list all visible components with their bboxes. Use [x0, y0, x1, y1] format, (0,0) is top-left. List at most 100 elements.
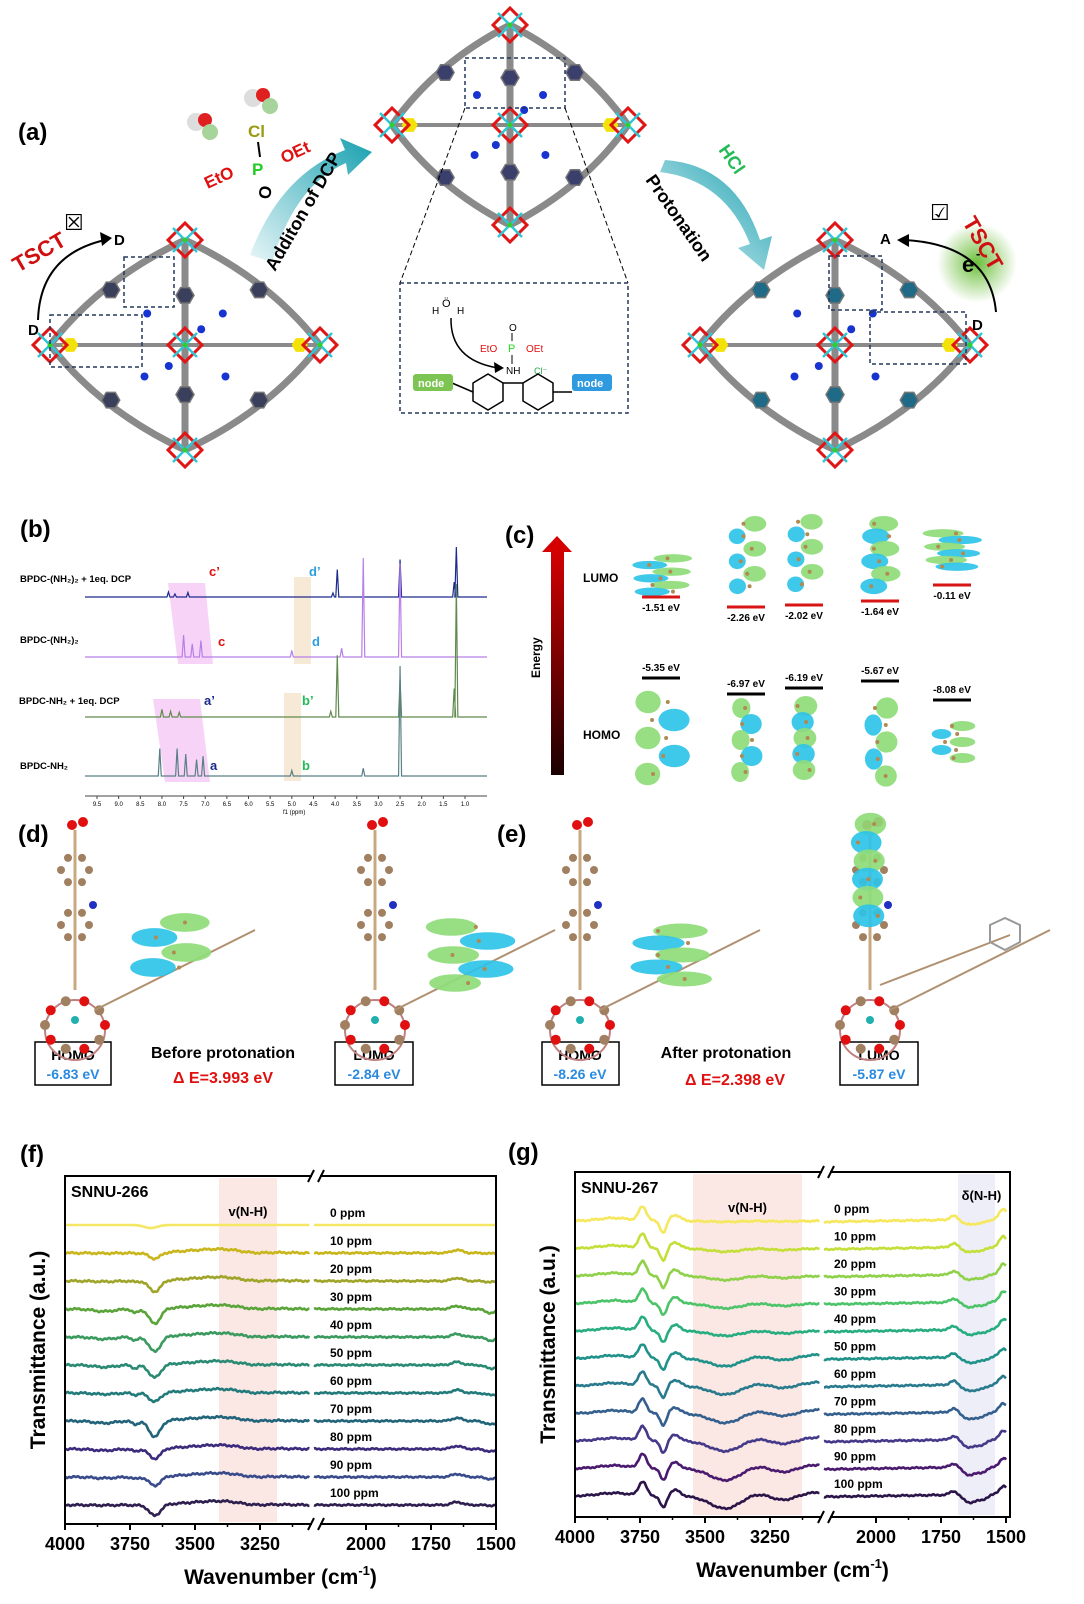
ir-spectrum-line [574, 1287, 1007, 1316]
annot-d-prime: d’ [309, 564, 321, 579]
panel-a: (a) Cl P EtO OEt O Additon of DCP Proton… [8, 5, 1017, 470]
nmr-x-tick-label: 8.0 [158, 802, 167, 808]
nmr-label-0: BPDC-(NH₂)₂ + 1eq. DCP [20, 574, 132, 585]
orbital-isosurface [787, 513, 824, 593]
a-acceptor-label: A [880, 231, 891, 248]
molecule-model [40, 817, 256, 1061]
x-axis-label: Wavenumber (cm-1) [184, 1563, 377, 1589]
dcp-o: O [255, 184, 276, 200]
annot-c-prime: c’ [209, 564, 220, 579]
homo-energy-label: -6.19 eV [785, 673, 823, 684]
molecule-model [545, 817, 761, 1061]
metal-cluster-node [490, 5, 530, 45]
nh-highlight-2 [284, 693, 301, 781]
lumo-value-d: -2.84 eV [348, 1066, 402, 1082]
d-left-label: D [28, 322, 39, 339]
axis-break-mark [817, 1510, 835, 1524]
ir-spectrum-line [64, 1414, 497, 1439]
metal-cluster-node [165, 220, 205, 260]
water-h: H [432, 306, 439, 317]
metal-cluster-node [490, 105, 530, 145]
tsct-left-label: TSCT [8, 227, 71, 278]
ir-spectrum-line [574, 1424, 1007, 1454]
panel-label-a: (a) [18, 119, 47, 146]
inset-eto: EtO [480, 344, 497, 355]
orbital-isosurface [425, 918, 516, 992]
nh-stretch-band [219, 1178, 277, 1522]
nh-stretch-band [693, 1174, 802, 1515]
ir-spectrum-line [574, 1370, 1007, 1400]
panel-label-e: (e) [497, 821, 526, 848]
series-label: 80 ppm [330, 1430, 372, 1444]
ir-spectrum-line [574, 1343, 1008, 1371]
ir-spectrum-line [574, 1480, 1008, 1511]
nmr-label-3: BPDC-NH₂ [20, 761, 68, 772]
x-tick-label: 1500 [476, 1534, 516, 1554]
nmr-x-tick-label: 7.0 [201, 802, 210, 808]
x-tick-label: 1750 [411, 1534, 451, 1554]
nmr-x-tick-label: 7.5 [179, 802, 188, 808]
node-left-label: node [418, 378, 444, 390]
nmr-trace-0 [85, 546, 487, 598]
x-tick-label: 3500 [175, 1534, 215, 1554]
homo-energy-label: -6.97 eV [727, 679, 765, 690]
sample-title: SNNU-267 [581, 1180, 658, 1197]
nmr-label-2: BPDC-NH₂ + 1eq. DCP [19, 696, 120, 707]
metal-cluster-node [30, 325, 70, 365]
orbital-isosurface [791, 696, 818, 780]
annot-a: a [210, 758, 218, 773]
mof-cage [697, 236, 973, 454]
ir-spectrum-line [64, 1330, 497, 1354]
x-tick-label: 3750 [110, 1534, 150, 1554]
homo-value-e: -8.26 eV [554, 1066, 608, 1082]
nmr-x-tick-label: 5.5 [266, 802, 275, 808]
dcp-molecule-icons [187, 88, 278, 140]
ir-spectrum-line [64, 1274, 497, 1294]
nmr-x-tick-label: 9.0 [114, 802, 123, 808]
series-label: 20 ppm [330, 1262, 372, 1276]
d-right-label: D [972, 317, 983, 334]
ir-spectrum-line [64, 1499, 497, 1518]
orbital-isosurface [922, 529, 982, 571]
nmr-x-tick-label: 9.5 [93, 802, 102, 808]
lumo-energy-label: -2.26 eV [727, 613, 765, 624]
series-label: 0 ppm [834, 1202, 869, 1216]
panel-label-b: (b) [20, 516, 51, 543]
homo-row-label: HOMO [583, 728, 620, 742]
dcp-oet: OEt [278, 137, 314, 167]
tsct-left-arrow [37, 239, 106, 321]
x-tick-label: 2000 [856, 1527, 896, 1547]
x-tick-label: 3750 [620, 1527, 660, 1547]
homo-energy-label: -8.08 eV [933, 685, 971, 696]
molecule-model [340, 817, 556, 1061]
ir-spectrum-line [574, 1397, 1007, 1427]
series-label: 90 ppm [834, 1450, 876, 1464]
electron-label: e [962, 252, 974, 277]
nmr-x-tick-label: 3.0 [374, 802, 383, 808]
nmr-trace-1 [85, 557, 487, 658]
panel-label-f: (f) [20, 1141, 44, 1168]
panel-label-d: (d) [18, 821, 49, 848]
lumo-row-label: LUMO [583, 571, 618, 585]
nmr-x-tick-label: 3.5 [353, 802, 362, 808]
nmr-x-tick-label: 4.5 [309, 802, 318, 808]
ir-spectrum-line [64, 1302, 497, 1326]
series-label: 0 ppm [330, 1206, 365, 1220]
nmr-label-1: BPDC-(NH₂)₂ [20, 635, 79, 646]
panel-label-g: (g) [508, 1139, 539, 1166]
nmr-x-tick-label: 5.0 [288, 802, 297, 808]
nmr-trace-3 [85, 665, 487, 777]
annot-d: d [312, 634, 320, 649]
check-box-icon: ☑ [930, 200, 950, 225]
metal-cluster-node [815, 325, 855, 365]
band-label: v(N-H) [229, 1204, 268, 1219]
ir-spectrum-line [574, 1452, 1008, 1483]
series-label: 40 ppm [834, 1312, 876, 1326]
series-label: 100 ppm [834, 1477, 883, 1491]
x-tick-label: 4000 [45, 1534, 85, 1554]
nmr-trace-2 [85, 583, 487, 718]
addition-arrow [250, 138, 372, 262]
homo-value-d: -6.83 eV [47, 1066, 101, 1082]
